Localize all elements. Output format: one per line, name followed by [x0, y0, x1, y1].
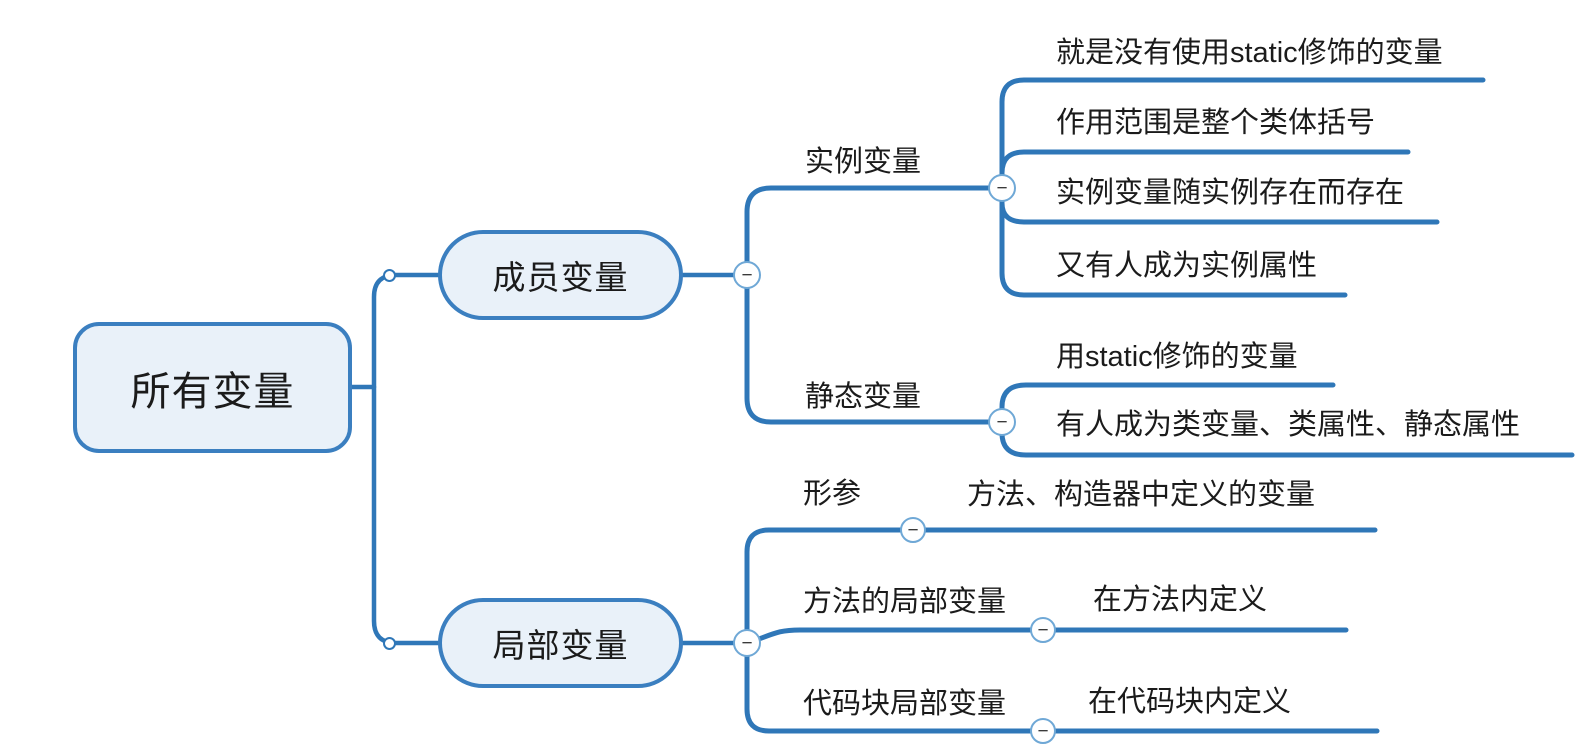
trunk-line	[371, 272, 446, 646]
topic-member-vars[interactable]: 成员变量	[438, 230, 683, 320]
leaf-line-no-static	[999, 77, 1486, 178]
leaf-exists[interactable]: 实例变量随实例存在而存在	[1056, 177, 1405, 209]
branch-method-local-line	[756, 627, 1034, 642]
leaf-line-scope	[999, 149, 1411, 178]
leaf-line-static-modified	[999, 382, 1336, 412]
leaf-method-ctor[interactable]: 方法、构造器中定义的变量	[967, 479, 1316, 511]
topic-block-local[interactable]: 代码块局部变量	[803, 688, 1007, 720]
topic-root[interactable]: 所有变量	[73, 322, 352, 453]
branch-static-var-line	[744, 285, 991, 425]
branch-instance-var-line	[744, 185, 991, 265]
collapse-minus-icon[interactable]: −	[1030, 617, 1056, 643]
branch-junction-dot[interactable]	[383, 269, 396, 282]
collapse-minus-icon[interactable]: −	[988, 408, 1016, 436]
collapse-minus-icon[interactable]: −	[900, 517, 926, 543]
collapse-minus-icon[interactable]: −	[733, 629, 761, 657]
leaf-static-modified[interactable]: 用static修饰的变量	[1056, 341, 1298, 373]
branch-formal-param-line	[744, 527, 904, 633]
leaf-no-static[interactable]: 就是没有使用static修饰的变量	[1056, 37, 1443, 69]
topic-static-var[interactable]: 静态变量	[805, 381, 922, 413]
collapse-minus-icon[interactable]: −	[1030, 718, 1056, 744]
topic-instance-var[interactable]: 实例变量	[805, 146, 922, 178]
leaf-in-method[interactable]: 在方法内定义	[1093, 584, 1268, 616]
collapse-minus-icon[interactable]: −	[733, 261, 761, 289]
topic-formal-param[interactable]: 形参	[803, 478, 862, 510]
leaf-instance-attr[interactable]: 又有人成为实例属性	[1056, 250, 1318, 282]
branch-block-local-line	[744, 653, 1034, 734]
collapse-minus-icon[interactable]: −	[988, 174, 1016, 202]
leaf-scope[interactable]: 作用范围是整个类体括号	[1056, 107, 1376, 139]
leaf-in-block[interactable]: 在代码块内定义	[1088, 686, 1292, 718]
topic-local-vars[interactable]: 局部变量	[438, 598, 683, 688]
branch-junction-dot[interactable]	[383, 637, 396, 650]
leaf-line-instance-attr	[999, 198, 1348, 298]
leaf-class-var[interactable]: 有人成为类变量、类属性、静态属性	[1056, 409, 1521, 441]
topic-method-local[interactable]: 方法的局部变量	[803, 586, 1007, 618]
